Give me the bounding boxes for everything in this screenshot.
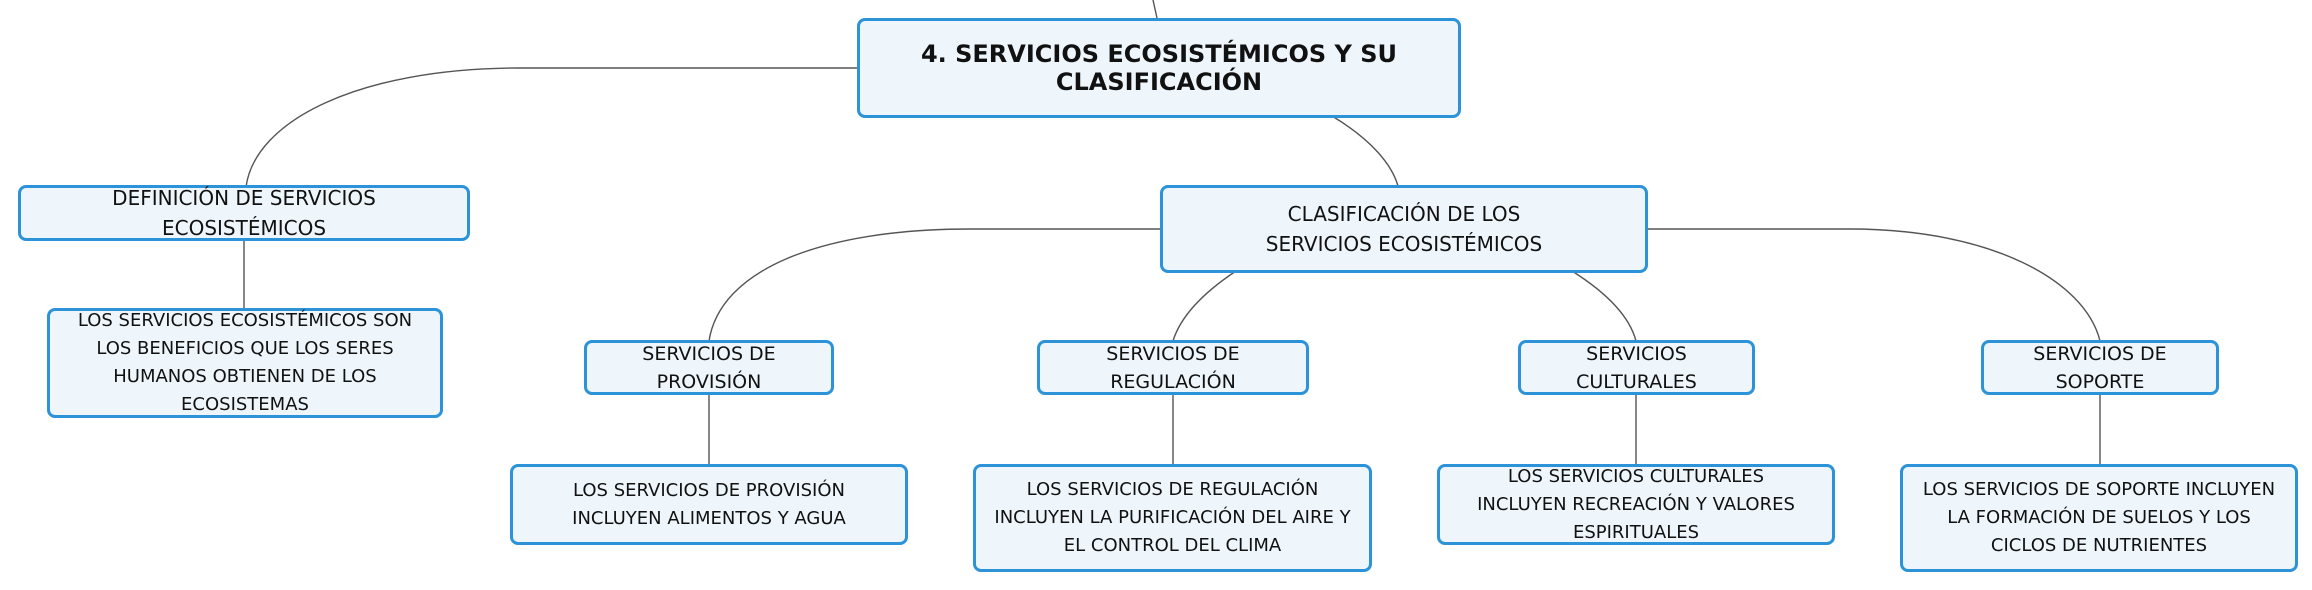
regulation-description-text: LOS SERVICIOS DE REGULACIÓN INCLUYEN LA … bbox=[994, 479, 1351, 556]
connector-root-classification bbox=[1331, 115, 1399, 187]
support-description[interactable]: LOS SERVICIOS DE SOPORTE INCLUYEN LA FOR… bbox=[1900, 464, 2298, 572]
connector-root-definition bbox=[245, 67, 858, 188]
definition-description-text: LOS SERVICIOS ECOSISTÉMICOS SON LOS BENE… bbox=[77, 310, 413, 415]
provision-description[interactable]: LOS SERVICIOS DE PROVISIÓN INCLUYEN ALIM… bbox=[510, 464, 908, 545]
connector-root-parent bbox=[1152, 0, 1158, 19]
classification-topic[interactable]: CLASIFICACIÓN DE LOS SERVICIOS ECOSISTÉM… bbox=[1160, 185, 1648, 273]
support-description-text: LOS SERVICIOS DE SOPORTE INCLUYEN LA FOR… bbox=[1922, 479, 2276, 556]
regulation-description[interactable]: LOS SERVICIOS DE REGULACIÓN INCLUYEN LA … bbox=[973, 464, 1372, 572]
provision-topic-label: SERVICIOS DE PROVISIÓN bbox=[642, 342, 776, 393]
connector-classification-cultural bbox=[1571, 270, 1637, 342]
regulation-topic-label: SERVICIOS DE REGULACIÓN bbox=[1106, 342, 1240, 393]
definition-topic-label: DEFINICIÓN DE SERVICIOS ECOSISTÉMICOS bbox=[112, 186, 376, 240]
definition-description[interactable]: LOS SERVICIOS ECOSISTÉMICOS SON LOS BENE… bbox=[47, 308, 443, 418]
regulation-topic[interactable]: SERVICIOS DE REGULACIÓN bbox=[1037, 340, 1309, 395]
definition-topic[interactable]: DEFINICIÓN DE SERVICIOS ECOSISTÉMICOS bbox=[18, 185, 470, 241]
provision-topic[interactable]: SERVICIOS DE PROVISIÓN bbox=[584, 340, 834, 395]
connector-classification-provision bbox=[708, 228, 1161, 342]
connector-classification-support bbox=[1647, 228, 2101, 342]
classification-topic-label: CLASIFICACIÓN DE LOS SERVICIOS ECOSISTÉM… bbox=[1265, 202, 1543, 256]
support-topic[interactable]: SERVICIOS DE SOPORTE bbox=[1981, 340, 2219, 395]
root-topic[interactable]: 4. SERVICIOS ECOSISTÉMICOS Y SU CLASIFIC… bbox=[857, 18, 1461, 118]
support-topic-label: SERVICIOS DE SOPORTE bbox=[2033, 342, 2167, 393]
root-topic-label: 4. SERVICIOS ECOSISTÉMICOS Y SU CLASIFIC… bbox=[920, 40, 1398, 96]
provision-description-text: LOS SERVICIOS DE PROVISIÓN INCLUYEN ALIM… bbox=[572, 479, 846, 529]
cultural-description[interactable]: LOS SERVICIOS CULTURALES INCLUYEN RECREA… bbox=[1437, 464, 1835, 545]
cultural-description-text: LOS SERVICIOS CULTURALES INCLUYEN RECREA… bbox=[1477, 465, 1795, 543]
connector-classification-regulation bbox=[1172, 270, 1237, 342]
cultural-topic[interactable]: SERVICIOS CULTURALES bbox=[1518, 340, 1755, 395]
cultural-topic-label: SERVICIOS CULTURALES bbox=[1576, 342, 1697, 393]
